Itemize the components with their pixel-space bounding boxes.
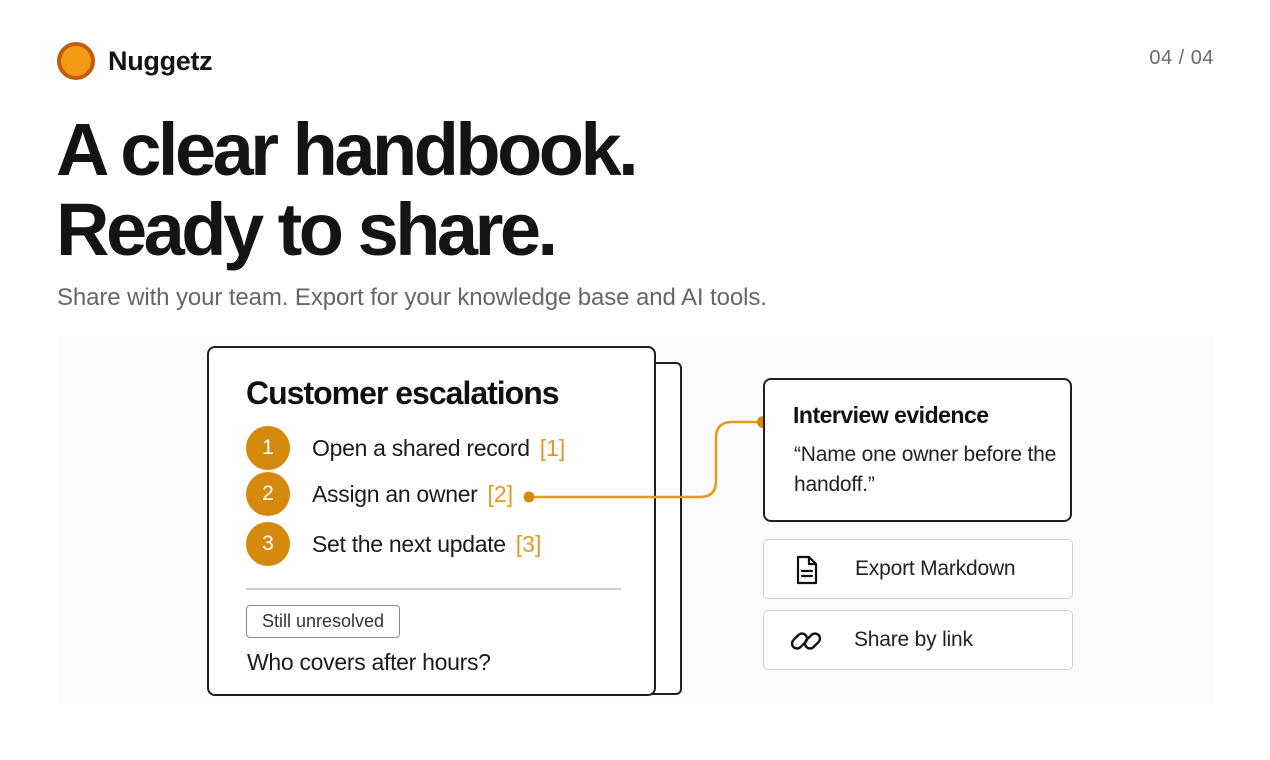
- export-markdown-button[interactable]: Export Markdown: [763, 539, 1073, 599]
- handbook-card-title: Customer escalations: [246, 375, 560, 411]
- share-by-link-button[interactable]: Share by link: [763, 610, 1073, 670]
- step-number-badge: 2: [246, 472, 290, 516]
- step-number-badge: 3: [246, 522, 290, 566]
- export-markdown-label: Export Markdown: [855, 556, 1016, 580]
- evidence-card: Interview evidence “Name one owner befor…: [763, 378, 1072, 522]
- citation-link[interactable]: [3]: [515, 530, 542, 557]
- step-text: Set the next update: [312, 530, 506, 557]
- hero-heading: A clear handbook. Ready to share.: [56, 108, 639, 271]
- evidence-quote: “Name one owner before the handoff.”: [794, 443, 1057, 496]
- link-icon: [790, 632, 822, 650]
- brand-name: Nuggetz: [108, 45, 213, 76]
- step-number-badge: 1: [246, 426, 290, 470]
- open-question: Who covers after hours?: [247, 649, 491, 675]
- subtitle: Share with your team. Export for your kn…: [57, 284, 767, 311]
- hero-line-1: A clear handbook.: [56, 108, 639, 191]
- step-item: 2 Assign an owner [2]: [246, 472, 513, 516]
- status-badge: Still unresolved: [246, 605, 401, 638]
- step-text: Open a shared record: [312, 434, 530, 461]
- step-text: Assign an owner: [312, 480, 478, 507]
- step-item: 3 Set the next update [3]: [246, 522, 541, 566]
- evidence-title: Interview evidence: [793, 402, 989, 428]
- handbook-card: Customer escalations 1 Open a shared rec…: [207, 346, 656, 696]
- share-by-link-label: Share by link: [854, 627, 973, 651]
- document-icon: [796, 555, 818, 585]
- citation-link[interactable]: [1]: [539, 434, 566, 461]
- page-counter: 04 / 04: [1149, 47, 1214, 69]
- card-divider: [246, 588, 621, 590]
- brand: Nuggetz: [57, 42, 213, 80]
- citation-link[interactable]: [2]: [487, 480, 514, 507]
- step-item: 1 Open a shared record [1]: [246, 426, 565, 470]
- nuggetz-logo-icon: [57, 42, 95, 80]
- hero-line-2: Ready to share.: [56, 188, 558, 271]
